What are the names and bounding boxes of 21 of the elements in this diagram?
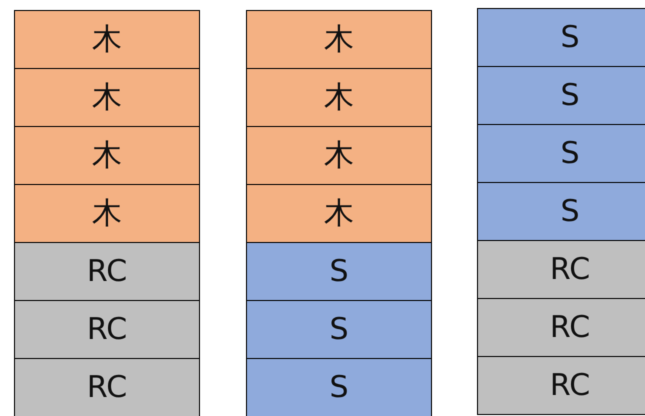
floor-block: 木 bbox=[14, 184, 200, 243]
floor-block: RC bbox=[477, 356, 645, 415]
floor-block: 木 bbox=[246, 10, 432, 69]
floor-block: 木 bbox=[246, 68, 432, 127]
floor-block: 木 bbox=[14, 126, 200, 185]
floor-block: 木 bbox=[14, 68, 200, 127]
floor-block: RC bbox=[14, 300, 200, 359]
floor-block: S bbox=[477, 66, 645, 125]
floor-block: RC bbox=[14, 358, 200, 416]
floor-block: RC bbox=[477, 298, 645, 357]
floor-block: S bbox=[246, 242, 432, 301]
floor-block: S bbox=[246, 358, 432, 416]
floor-block: RC bbox=[14, 242, 200, 301]
floor-block: 木 bbox=[246, 126, 432, 185]
floor-block: 木 bbox=[14, 10, 200, 69]
floor-block: S bbox=[477, 182, 645, 241]
floor-block: 木 bbox=[246, 184, 432, 243]
floor-block: S bbox=[246, 300, 432, 359]
floor-block: RC bbox=[477, 240, 645, 299]
floor-block: S bbox=[477, 8, 645, 67]
floor-block: S bbox=[477, 124, 645, 183]
